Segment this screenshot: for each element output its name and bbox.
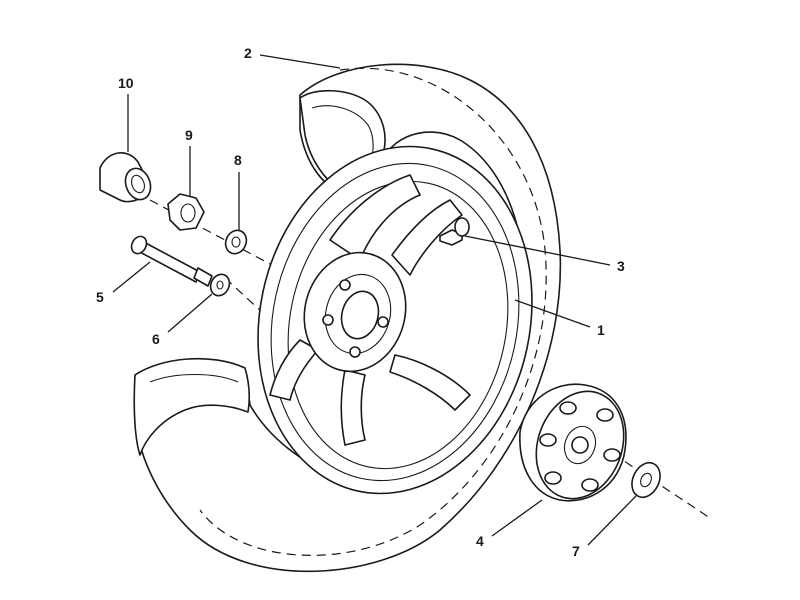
spacer-collar	[99, 152, 152, 203]
callout-6: 6	[152, 331, 160, 347]
callout-7: 7	[572, 543, 580, 559]
axle-bolt	[130, 235, 213, 287]
washer-8	[224, 229, 248, 255]
callout-labels: 1 2 3 4 5 6 7 8 9 10	[96, 45, 625, 559]
callout-4: 4	[476, 533, 484, 549]
callout-8: 8	[234, 152, 242, 168]
leader-lines	[112, 54, 637, 546]
valve-stem	[439, 217, 470, 246]
callout-1: 1	[597, 322, 605, 338]
washer-7	[631, 461, 661, 499]
washer-6	[209, 273, 231, 297]
sprocket-hub	[519, 383, 627, 502]
callout-3: 3	[617, 258, 625, 274]
callout-10: 10	[118, 75, 134, 91]
callout-2: 2	[244, 45, 252, 61]
callout-9: 9	[185, 127, 193, 143]
axle-nut	[167, 193, 205, 231]
callout-5: 5	[96, 289, 104, 305]
